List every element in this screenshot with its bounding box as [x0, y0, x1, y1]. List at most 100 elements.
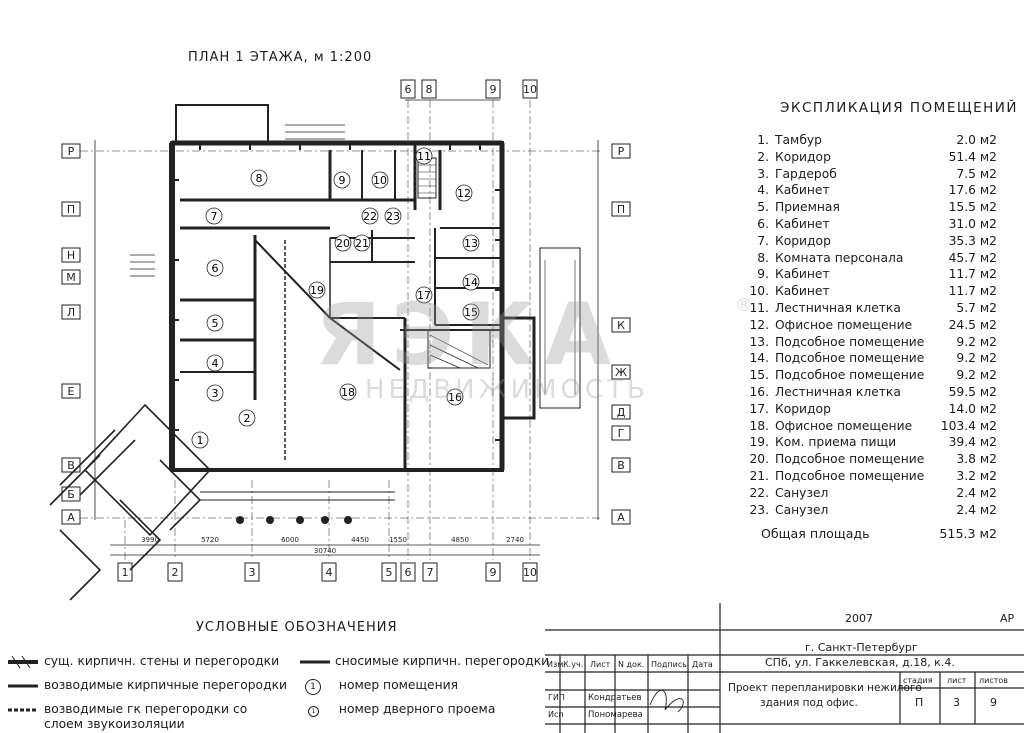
- room-number-label: 16: [448, 391, 462, 404]
- room-number-label: 22: [363, 210, 377, 223]
- axis-top-label: 8: [426, 83, 433, 96]
- legend-existing-walls: сущ. кирпичн. стены и перегородки: [44, 654, 280, 668]
- explication-title: ЭКСПЛИКАЦИЯ ПОМЕЩЕНИЙ: [780, 100, 1019, 116]
- room-name: Подсобное помещение: [775, 351, 925, 366]
- room-name: Кабинет: [775, 216, 830, 231]
- stamp-stage: П: [915, 696, 924, 709]
- legend-door-number: 1 номер дверного проема: [308, 702, 495, 717]
- legend-new-gk: возводимые гк перегородки со: [44, 702, 248, 716]
- room-num: 14.: [749, 351, 769, 366]
- room-marker: [384, 207, 402, 225]
- dimension-label: 2740: [506, 536, 524, 544]
- stamp-city: г. Санкт-Петербург: [805, 641, 918, 654]
- room-marker: [206, 384, 224, 402]
- room-number-label: 3: [212, 387, 219, 400]
- stamp-sheets-label: листов: [979, 676, 1008, 685]
- axis-left-label: Л: [67, 306, 75, 319]
- axis-top-label: 10: [523, 83, 537, 96]
- room-marker: [455, 184, 473, 202]
- room-num: 2.: [757, 149, 769, 164]
- room-marker: [415, 147, 433, 165]
- watermark-subtext: НЕДВИЖИМОСТЬ: [365, 375, 649, 405]
- axis-left-label: Р: [68, 145, 75, 158]
- axis-right-label: П: [617, 203, 625, 216]
- room-number-label: 11: [417, 150, 431, 163]
- door-number-symbol: 1: [308, 706, 319, 717]
- stamp-sheet: 3: [953, 696, 960, 709]
- dimension-label: 1550: [389, 536, 407, 544]
- axis-left-label: Н: [67, 249, 75, 262]
- dimension-label: 6000: [281, 536, 299, 544]
- room-number-label: 13: [464, 237, 478, 250]
- dimension-label: 4450: [351, 536, 369, 544]
- room-name: Коридор: [775, 401, 831, 416]
- room-number-label: 2: [244, 412, 251, 425]
- total-label: Общая площадь: [761, 526, 870, 542]
- room-area: 103.4 м2: [940, 418, 997, 433]
- room-num: 18.: [749, 418, 769, 433]
- room-marker: [339, 383, 357, 401]
- room-name: Лестничная клетка: [775, 300, 901, 315]
- room-area: 35.3 м2: [948, 233, 997, 248]
- room-marker: [446, 388, 464, 406]
- legend-new-gk-2: слоем звукоизоляции: [44, 717, 185, 731]
- room-area: 9.2 м2: [956, 334, 997, 349]
- room-area: 2.0 м2: [956, 133, 997, 147]
- room-num: 5.: [757, 200, 769, 215]
- room-area: 15.5 м2: [948, 200, 997, 215]
- stamp-gip-name: Кондратьев: [588, 693, 642, 703]
- stamp-isp-label: Исп: [548, 710, 564, 719]
- room-area: 5.7 м2: [956, 300, 997, 315]
- room-area: 17.6 м2: [948, 183, 997, 198]
- legend-room-number: 1 номер помещения: [305, 678, 458, 695]
- room-number-label: 20: [336, 237, 350, 250]
- room-area: 39.4 м2: [948, 435, 997, 450]
- axis-bottom-label: 6: [405, 566, 412, 579]
- room-number-label: 6: [212, 262, 219, 275]
- dimension-total: 30740: [314, 547, 336, 555]
- stamp-head-ndoc: N док.: [618, 660, 645, 669]
- axis-right-label: Р: [618, 145, 625, 158]
- room-number-label: 5: [212, 317, 219, 330]
- room-marker: [206, 314, 224, 332]
- room-number-label: 23: [386, 210, 400, 223]
- room-name: Офисное помещение: [775, 317, 913, 332]
- total-area: 515.3 м2: [939, 526, 997, 542]
- room-marker: [361, 207, 379, 225]
- axis-right-label: Г: [618, 427, 625, 440]
- stamp-sheets: 9: [990, 696, 997, 709]
- room-name: Подсобное помещение: [775, 452, 925, 467]
- legend-title: УСЛОВНЫЕ ОБОЗНАЧЕНИЯ: [196, 620, 398, 635]
- room-num: 7.: [757, 233, 769, 248]
- axis-left-label: А: [67, 511, 75, 524]
- room-marker: [308, 281, 326, 299]
- room-num: 1.: [757, 133, 769, 147]
- room-marker: [206, 259, 224, 277]
- room-name: Ком. приема пищи: [775, 435, 897, 450]
- stamp-head-izm: Изм.: [547, 660, 566, 669]
- room-num: 13.: [749, 334, 769, 349]
- room-num: 23.: [749, 502, 769, 517]
- watermark: ЯЭКА НЕДВИЖИМОСТЬ ®: [315, 285, 753, 405]
- dimension-label: 3990: [141, 536, 159, 544]
- room-marker: [333, 171, 351, 189]
- watermark-logo-text: ЯЭКА: [315, 285, 622, 385]
- axis-bottom-label: 4: [326, 566, 333, 579]
- room-area: 2.4 м2: [956, 502, 997, 517]
- axis-right-label: Д: [617, 406, 626, 419]
- axis-top-label: 9: [490, 83, 497, 96]
- door-number-label: номер дверного проема: [338, 702, 496, 716]
- axis-left-label: М: [66, 271, 76, 284]
